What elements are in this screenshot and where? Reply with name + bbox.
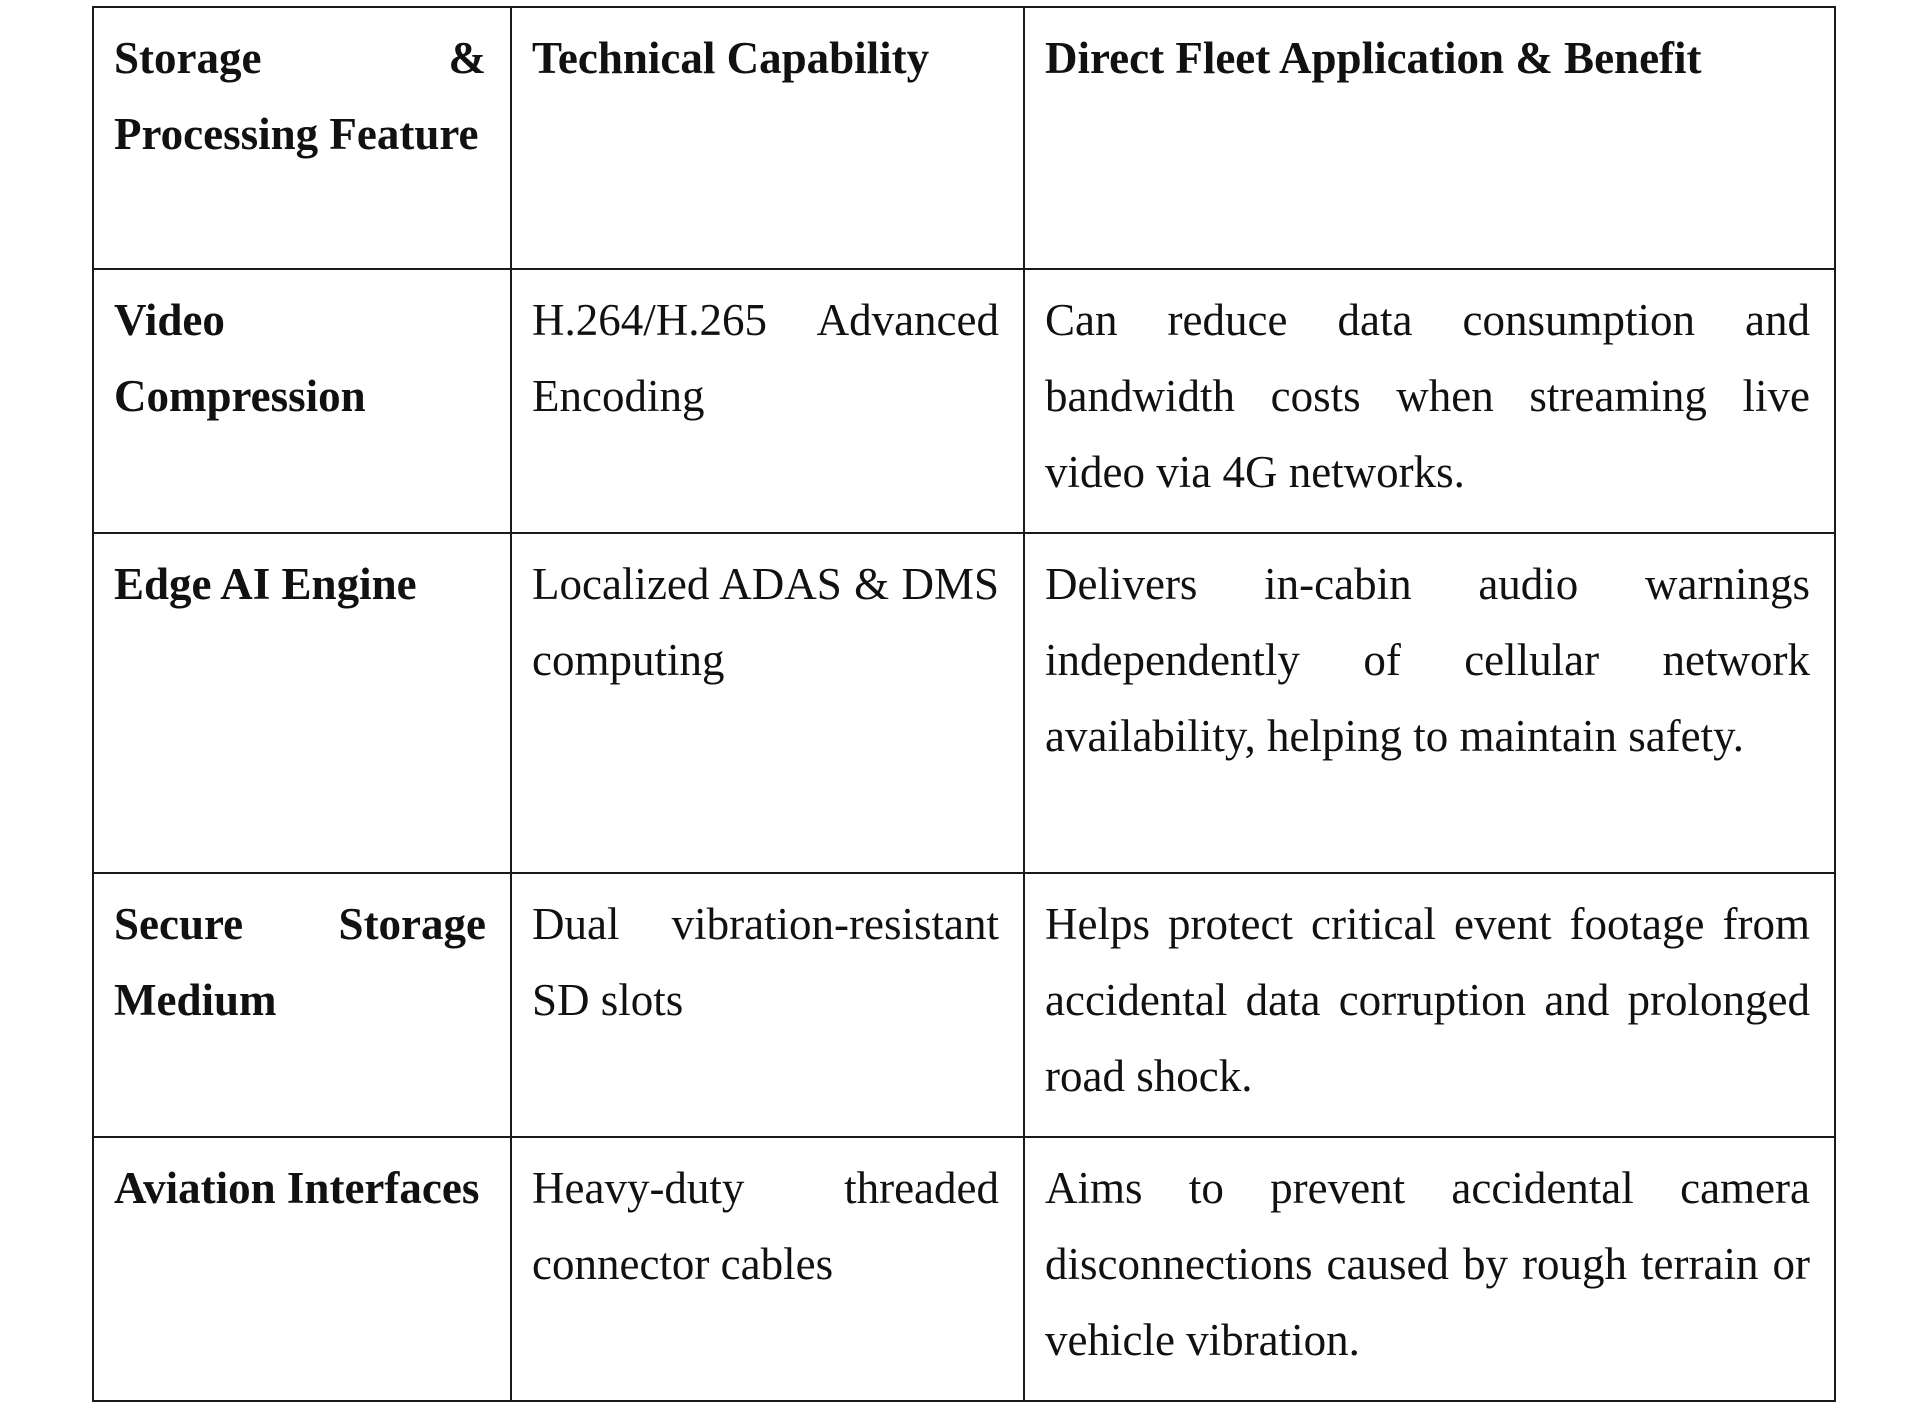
table-row: Edge AI Engine Localized ADAS & DMS comp… [92, 532, 1836, 874]
benefit-cell: Helps protect critical event footage fro… [1023, 872, 1836, 1138]
table-row: Secure Storage Medium Dual vibration-res… [92, 872, 1836, 1138]
feature-cell: Edge AI Engine [92, 532, 512, 874]
capability-cell: Localized ADAS & DMS computing [510, 532, 1025, 874]
feature-cell: Video Compression [92, 268, 512, 534]
feature-cell: Aviation Interfaces [92, 1136, 512, 1402]
capability-cell: Dual vibration-resistant SD slots [510, 872, 1025, 1138]
benefit-cell: Aims to prevent accidental camera discon… [1023, 1136, 1836, 1402]
capability-cell: H.264/H.265 Advanced Encoding [510, 268, 1025, 534]
feature-table: Storage & Processing Feature Technical C… [92, 6, 1836, 1402]
header-feature: Storage & Processing Feature [92, 6, 512, 270]
capability-cell: Heavy-duty threaded connector cables [510, 1136, 1025, 1402]
benefit-cell: Can reduce data consumption and bandwidt… [1023, 268, 1836, 534]
header-benefit: Direct Fleet Application & Benefit [1023, 6, 1836, 270]
table-header-row: Storage & Processing Feature Technical C… [92, 6, 1836, 270]
feature-cell: Secure Storage Medium [92, 872, 512, 1138]
header-capability: Technical Capability [510, 6, 1025, 270]
table-row: Video Compression H.264/H.265 Advanced E… [92, 268, 1836, 534]
benefit-cell: Delivers in-cabin audio warnings indepen… [1023, 532, 1836, 874]
table-row: Aviation Interfaces Heavy-duty threaded … [92, 1136, 1836, 1402]
